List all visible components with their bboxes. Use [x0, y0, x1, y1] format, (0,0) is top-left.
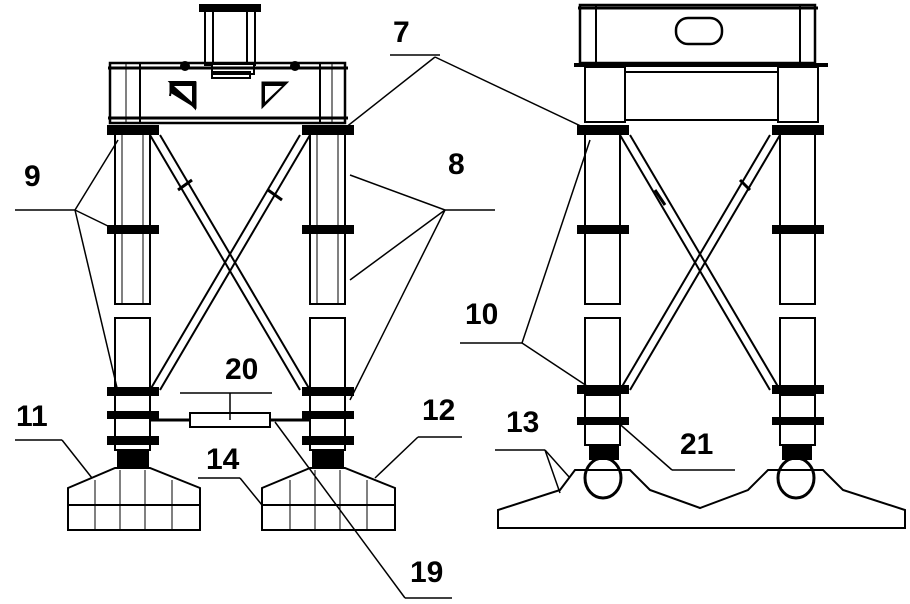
- label-21: 21: [680, 428, 714, 461]
- label-14: 14: [206, 443, 240, 476]
- left-foot-a: [67, 449, 201, 531]
- left-crossbeam: [108, 61, 348, 125]
- label-19: 19: [410, 556, 444, 589]
- right-top-box: [578, 3, 818, 65]
- right-base: [497, 444, 906, 529]
- leader-lines: [15, 54, 735, 599]
- left-x-bracing: [149, 134, 311, 391]
- left-column-a: [107, 125, 159, 451]
- right-column-a: [577, 125, 629, 446]
- right-x-bracing: [619, 134, 781, 391]
- left-view: [67, 4, 396, 531]
- right-column-b: [772, 125, 824, 446]
- label-8: 8: [448, 148, 465, 181]
- left-foot-b: [261, 449, 396, 531]
- right-crossbeam: [574, 63, 828, 123]
- label-12: 12: [422, 394, 456, 427]
- right-view: [497, 3, 906, 529]
- label-7: 7: [393, 16, 410, 49]
- left-column-b: [302, 125, 354, 451]
- label-11: 11: [16, 400, 48, 433]
- label-13: 13: [506, 406, 540, 439]
- label-20: 20: [225, 353, 259, 386]
- label-9: 9: [24, 160, 41, 193]
- label-10: 10: [465, 298, 499, 331]
